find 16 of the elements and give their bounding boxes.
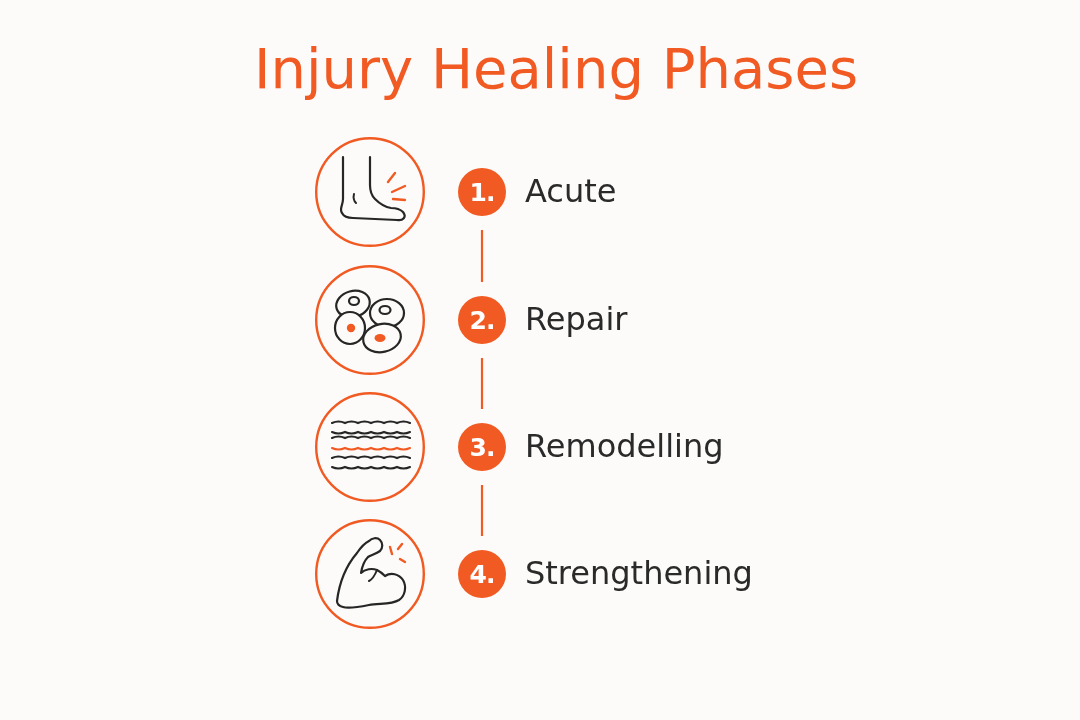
flexed-arm-icon (315, 519, 425, 629)
phase-label: Remodelling (525, 426, 724, 466)
step-number-badge: 1. (458, 168, 506, 216)
step-number-badge: 3. (458, 423, 506, 471)
connector-line (480, 358, 484, 409)
phase-label: Acute (525, 171, 617, 211)
wavy-lines-icon (315, 392, 425, 502)
title: Injury Healing Phases (253, 36, 859, 102)
connector-line (480, 485, 484, 536)
cells-icon (315, 265, 425, 375)
foot-icon (315, 137, 425, 247)
phase-label: Repair (525, 299, 628, 339)
connector-line (480, 230, 484, 282)
step-number-badge: 4. (458, 550, 506, 598)
step-number-badge: 2. (458, 296, 506, 344)
phase-label: Strengthening (525, 553, 753, 593)
